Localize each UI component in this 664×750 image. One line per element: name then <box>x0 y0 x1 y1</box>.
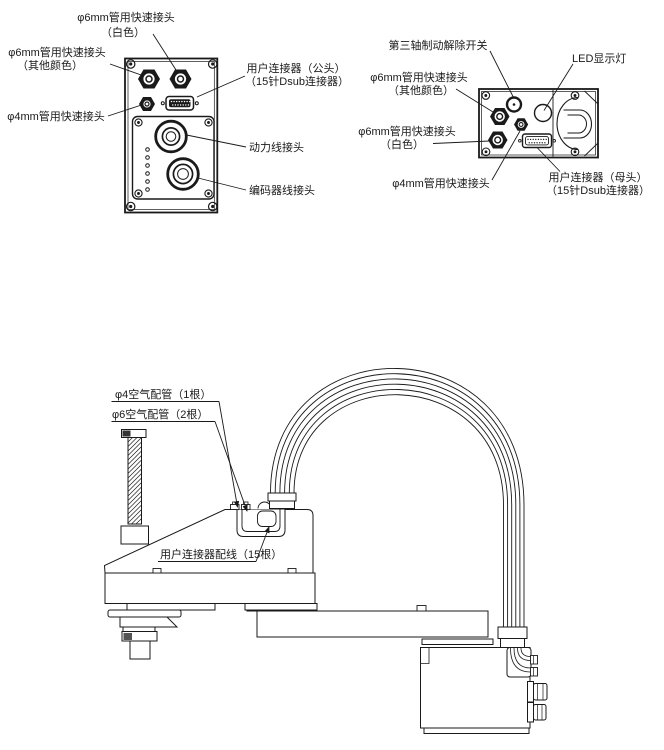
label-encoder-conn: 编码器线接头 <box>249 183 315 197</box>
label-brake-switch: 第三轴制动解除开关 <box>389 38 488 52</box>
robot-side-view <box>103 368 548 734</box>
left-view-leaders <box>107 33 247 191</box>
label-r-quick6-other-line1: φ6mm管用快速接头 <box>370 70 468 84</box>
label-r-quick6-white-line1: φ6mm管用快速接头 <box>358 124 456 138</box>
label-led: LED显示灯 <box>572 52 626 65</box>
brake-release-switch-icon <box>505 96 523 113</box>
label-quick6-white-line2: （白色） <box>101 25 145 39</box>
arm-joint-curves <box>556 90 598 157</box>
label-power-conn: 动力线接头 <box>249 140 304 154</box>
label-user-conn-male-line2: （15针Dsub连接器） <box>245 74 349 88</box>
quick-coupling-6mm-white-icon-right <box>488 131 508 149</box>
quick-coupling-6mm-other-icon <box>138 69 160 89</box>
label-quick6-other-line2: （其他颜色） <box>17 58 83 72</box>
label-user-conn-male-line1: 用户连接器（公头） <box>247 61 346 75</box>
label-air-pipe-6: φ6空气配管（2根） <box>112 407 208 421</box>
label-user-wiring: 用户连接器配线（15根） <box>160 547 282 561</box>
arm-cable-gland <box>267 492 297 502</box>
led-indicator-icon <box>533 103 553 123</box>
label-air-pipe-4: φ4空气配管（1根） <box>115 387 211 401</box>
dsub-female-icon <box>518 133 556 149</box>
dsub-male-icon <box>160 95 199 111</box>
label-r-quick6-other-line2: （其他颜色） <box>388 83 454 97</box>
label-quick6-other-line1: φ6mm管用快速接头 <box>8 45 106 59</box>
label-user-conn-female-line2: （15针Dsub连接器） <box>546 183 650 197</box>
vent-holes <box>145 147 150 192</box>
base-side-connectors <box>527 681 548 723</box>
left-inner-plate <box>131 115 215 200</box>
quick-coupling-4mm-icon-right <box>514 118 529 131</box>
label-user-conn-female-line1: 用户连接器（母头） <box>549 170 648 184</box>
inner-plate-screws <box>134 118 213 198</box>
left-panel-corner-screws <box>125 59 218 212</box>
robot-view-leaders <box>111 401 270 562</box>
robot-view-labels: φ4空气配管（1根） φ6空气配管（2根） 用户连接器配线（15根） <box>112 387 282 561</box>
left-view-labels: φ6mm管用快速接头 （白色） φ6mm管用快速接头 （其他颜色） φ4mm管用… <box>7 10 349 197</box>
power-cable-connector-icon <box>154 119 188 154</box>
label-quick4: φ4mm管用快速接头 <box>7 109 105 123</box>
ball-screw-shaft <box>120 429 149 545</box>
user-wiring-loop <box>257 510 277 527</box>
right-panel-corner-screws <box>481 91 580 157</box>
label-r-quick6-white-line2: （白色） <box>380 137 424 151</box>
right-connector-panel-view <box>432 50 599 181</box>
robot-arm2 <box>103 492 318 611</box>
right-view-leaders <box>432 50 574 181</box>
left-panel-outline <box>124 57 219 214</box>
label-r-quick4: φ4mm管用快速接头 <box>392 176 490 190</box>
quick-coupling-6mm-other-icon-right <box>490 108 510 125</box>
quill-housing <box>107 609 182 660</box>
right-view-labels: 第三轴制动解除开关 LED显示灯 φ6mm管用快速接头 （其他颜色） φ6mm管… <box>358 38 650 197</box>
quick-coupling-6mm-white-icon <box>169 69 192 89</box>
base-cable-gland <box>497 626 538 678</box>
quick-coupling-4mm-icon <box>139 97 155 111</box>
label-quick6-white-line1: φ6mm管用快速接头 <box>77 10 175 24</box>
encoder-cable-connector-icon <box>166 157 200 191</box>
left-connector-panel-view <box>107 33 247 214</box>
